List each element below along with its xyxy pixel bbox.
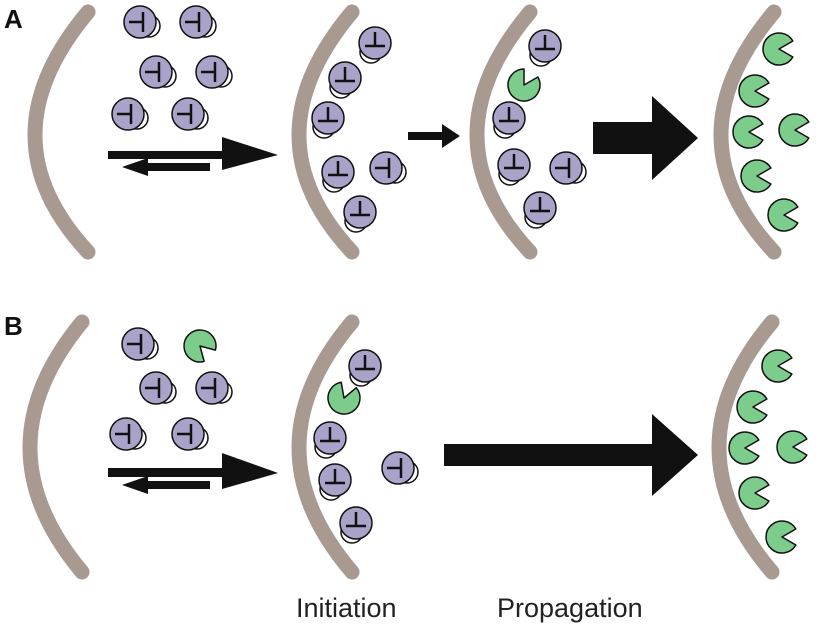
membrane-b-2 — [291, 314, 360, 580]
inactive-protein-icon — [368, 150, 408, 186]
membrane-a-2 — [291, 4, 360, 260]
membrane-a-4 — [713, 4, 782, 260]
inactive-protein-icon — [122, 4, 162, 40]
active-protein-icon — [501, 64, 546, 108]
active-protein-icon — [736, 390, 768, 424]
membrane-a-1 — [27, 4, 96, 260]
active-protein-icon — [776, 430, 808, 464]
inactive-protein-icon — [120, 326, 160, 362]
inactive-protein-icon — [522, 190, 558, 230]
inactive-protein-icon — [138, 54, 178, 90]
membrane-a-3 — [469, 4, 538, 260]
inactive-protein-icon — [342, 194, 378, 234]
inactive-protein-icon — [347, 348, 383, 388]
active-protein-icon — [767, 198, 799, 232]
inactive-protein-icon — [527, 28, 563, 68]
inactive-protein-icon — [338, 505, 374, 545]
inactive-protein-icon — [357, 25, 393, 65]
forward-arrow-a — [108, 137, 278, 170]
membrane-b-1 — [22, 314, 90, 580]
inactive-protein-icon — [138, 370, 178, 406]
active-protein-icon — [738, 74, 770, 108]
active-protein-icon — [740, 159, 772, 193]
inactive-protein-icon — [108, 416, 148, 452]
inactive-protein-icon — [194, 370, 234, 406]
panel-a-label: A — [4, 4, 23, 34]
active-protein-icon — [728, 431, 760, 465]
inactive-protein-icon — [312, 420, 348, 460]
inactive-protein-icon — [170, 416, 210, 452]
active-protein-icon — [765, 520, 797, 554]
inactive-protein-icon — [170, 96, 210, 132]
long-arrow-b — [444, 414, 698, 496]
inactive-protein-icon — [380, 450, 420, 486]
inactive-protein-icon — [310, 100, 346, 140]
inactive-protein-icon — [194, 54, 234, 90]
active-protein-icon — [176, 322, 222, 368]
inactive-protein-icon — [320, 154, 356, 194]
inactive-protein-icon — [327, 60, 363, 100]
inactive-protein-icon — [178, 4, 218, 40]
active-protein-icon — [761, 349, 793, 383]
active-protein-icon — [738, 476, 770, 510]
propagation-label: Propagation — [497, 593, 643, 623]
membrane-b-3 — [711, 314, 780, 580]
panel-b-label: B — [4, 311, 23, 341]
active-protein-icon — [778, 113, 810, 147]
inactive-protein-icon — [491, 100, 527, 140]
active-protein-icon — [762, 32, 794, 66]
inactive-protein-icon — [548, 150, 588, 186]
active-protein-icon — [732, 115, 764, 149]
inactive-protein-icon — [496, 147, 532, 187]
reverse-arrow-a — [122, 158, 210, 176]
inactive-protein-icon — [317, 462, 353, 502]
forward-arrow-b — [108, 453, 278, 489]
small-arrow-a — [408, 124, 460, 148]
initiation-label: Initiation — [296, 593, 397, 623]
inactive-protein-icon — [110, 96, 150, 132]
reverse-arrow-b — [122, 476, 210, 494]
big-arrow-a — [593, 96, 698, 180]
